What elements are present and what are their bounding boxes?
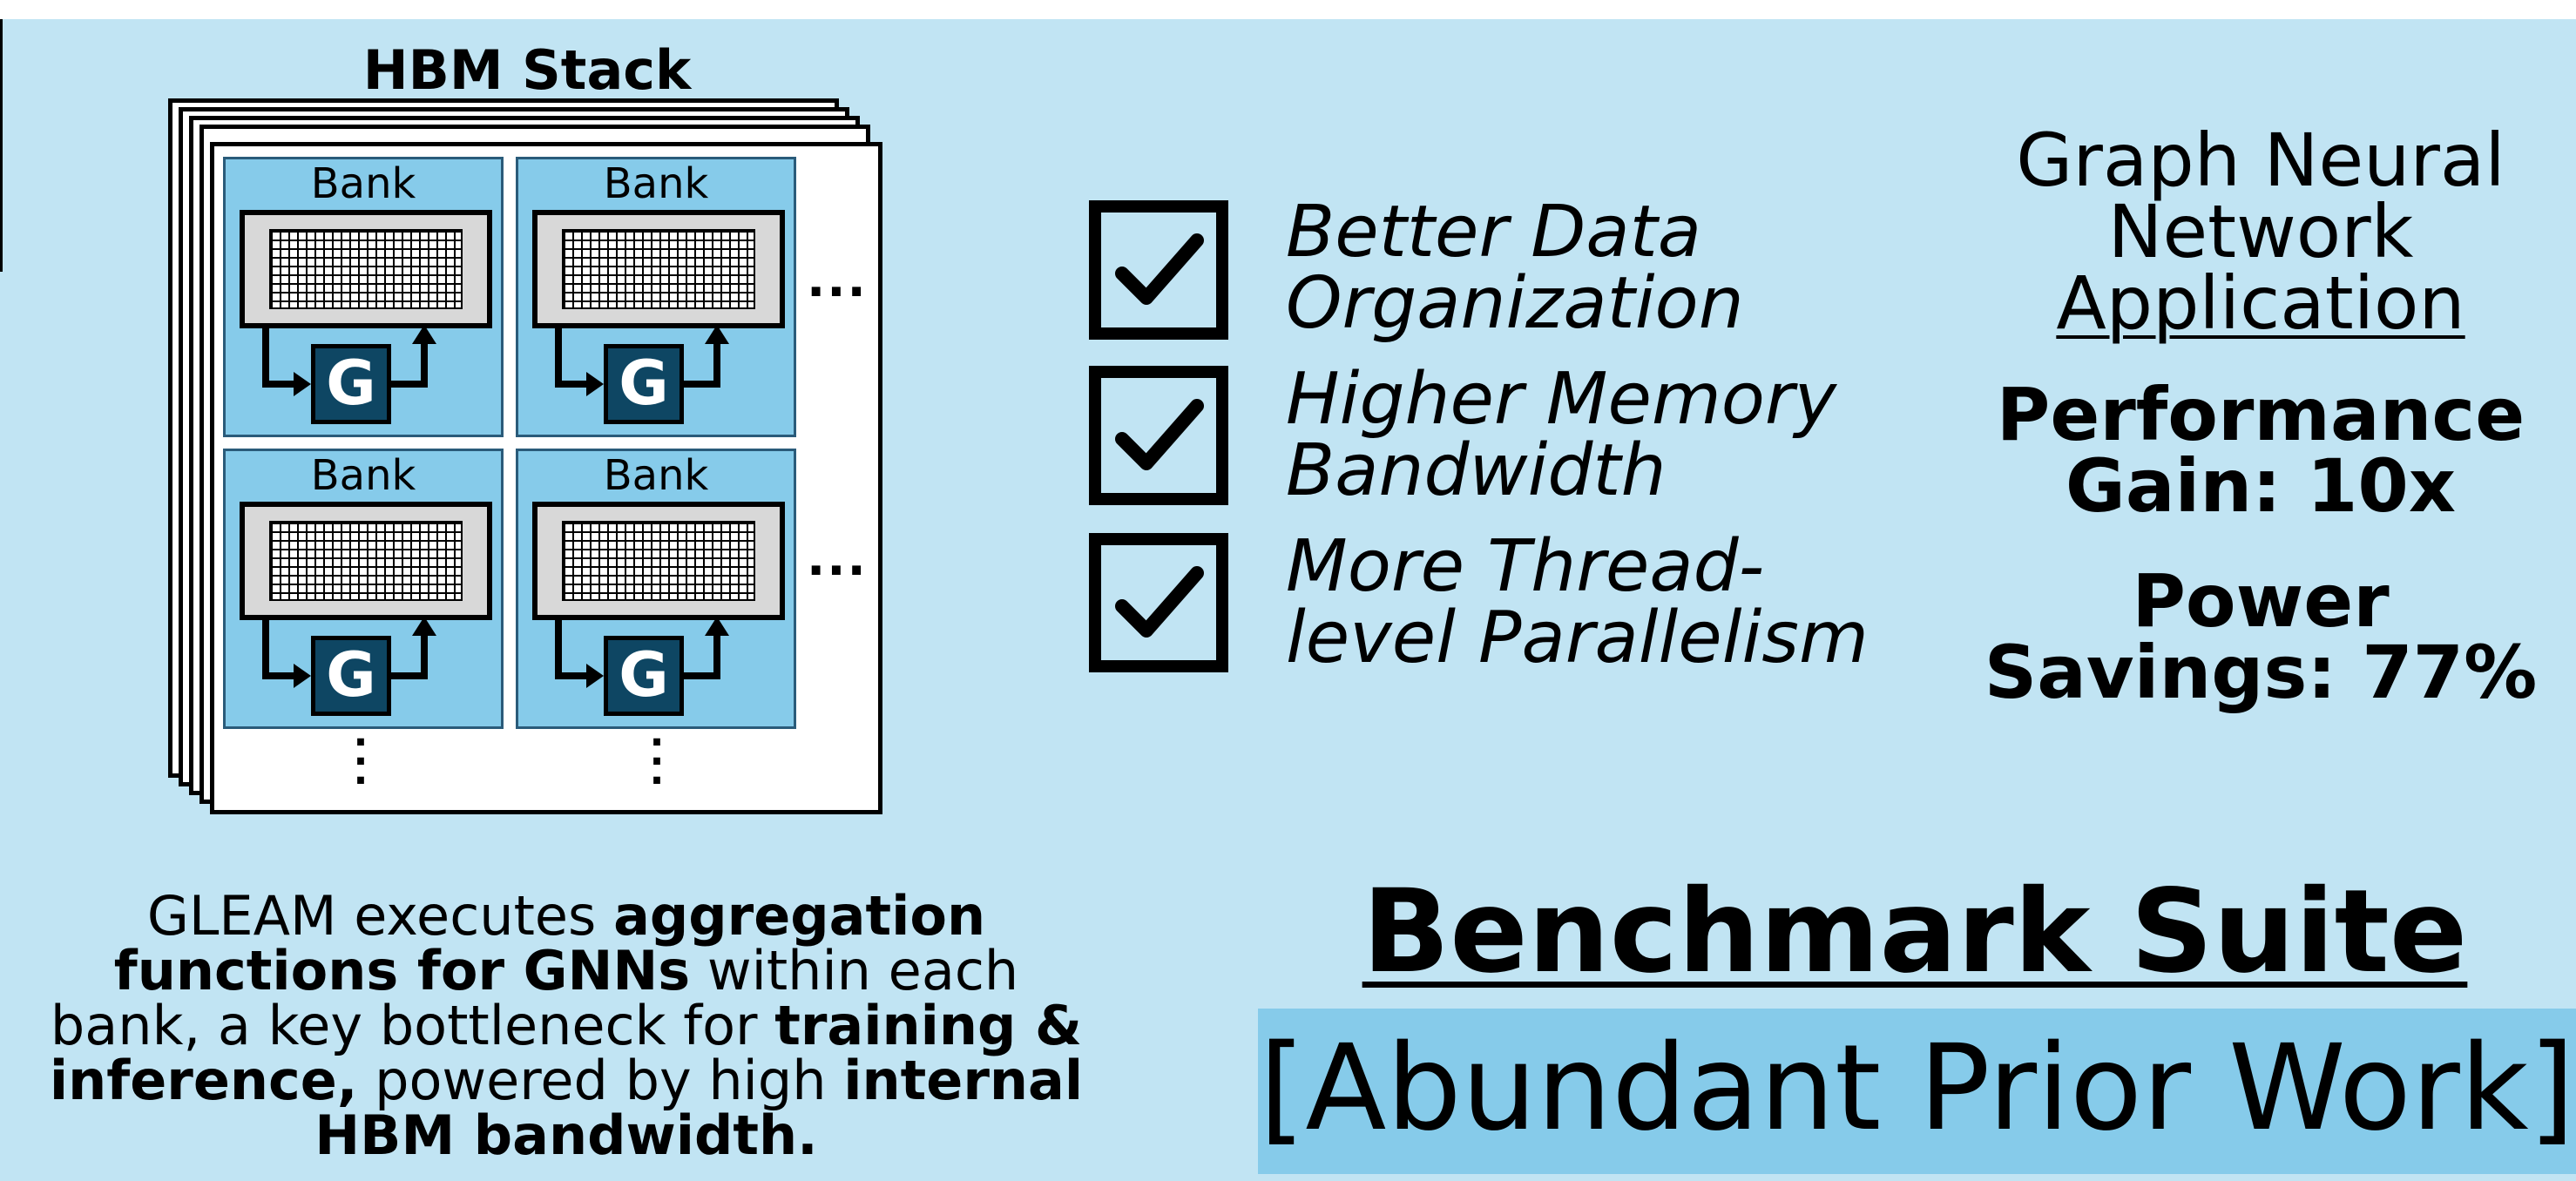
checkmark-icon (1115, 399, 1204, 470)
memory-bank: Bank G (516, 449, 796, 729)
application-line: Network (2107, 189, 2414, 274)
application-underlined: Application (2056, 260, 2465, 346)
memory-bank: Bank G (223, 449, 504, 729)
memory-array-icon (240, 210, 492, 328)
memory-bank: Bank G (516, 157, 796, 437)
dataflow-arrows-icon (555, 617, 729, 688)
horizontal-ellipsis: ··· (807, 543, 868, 599)
prior-work-box: [Abundant Prior Work] (1258, 1009, 2576, 1174)
bank-label: Bank (603, 451, 709, 500)
benefit-text: Better Data Organization (1286, 191, 1744, 345)
bank-label: Bank (310, 159, 416, 208)
gather-unit: G (311, 636, 391, 716)
description-text: GLEAM executes (146, 884, 614, 948)
checkbox (1089, 533, 1228, 672)
hbm-stack-title: HBM Stack (362, 38, 692, 102)
gather-unit: G (604, 344, 684, 424)
memory-bank: Bank G (223, 157, 504, 437)
dataflow-arrows-icon (262, 617, 436, 688)
checkbox (1089, 200, 1228, 340)
vertical-ellipsis: · · · (353, 720, 368, 803)
performance-value: Gain: 10x (2065, 443, 2457, 529)
description-bold: internal HBM bandwidth. (314, 1049, 1084, 1167)
power-value: Savings: 77% (1984, 630, 2538, 715)
performance-label: Performance (1996, 372, 2525, 457)
checkmark-icon (1115, 233, 1204, 305)
checkbox (1089, 366, 1228, 505)
prior-work-text: [Abundant Prior Work] (1259, 1020, 2575, 1157)
benefit-text: More Thread- level Parallelism (1286, 525, 1869, 679)
memory-array-icon (532, 210, 785, 328)
application-line: Graph Neural (2016, 118, 2505, 203)
description-text: within each bank, a key bottleneck for (50, 939, 1019, 1057)
horizontal-ellipsis: ··· (807, 264, 868, 321)
description-text: powered by high (357, 1049, 844, 1112)
memory-array-icon (532, 502, 785, 620)
gleam-description: GLEAM executes aggregation functions for… (35, 888, 1098, 1163)
vertical-ellipsis: · · · (649, 720, 665, 803)
benchmark-title: Benchmark Suite (1362, 865, 2468, 999)
dataflow-arrows-icon (555, 325, 729, 396)
left-border-line (0, 19, 3, 272)
bank-label: Bank (603, 159, 709, 208)
gather-unit: G (311, 344, 391, 424)
power-label: Power (2132, 558, 2390, 644)
benefit-text: Higher Memory Bandwidth (1286, 358, 1837, 512)
description-bold: aggregation functions for GNNs (113, 884, 986, 1002)
bank-label: Bank (310, 451, 416, 500)
memory-array-icon (240, 502, 492, 620)
description-bold: training & inference, (49, 994, 1083, 1112)
application-line: Application (1917, 267, 2576, 340)
gather-unit: G (604, 636, 684, 716)
checkmark-icon (1115, 566, 1204, 638)
dataflow-arrows-icon (262, 325, 436, 396)
